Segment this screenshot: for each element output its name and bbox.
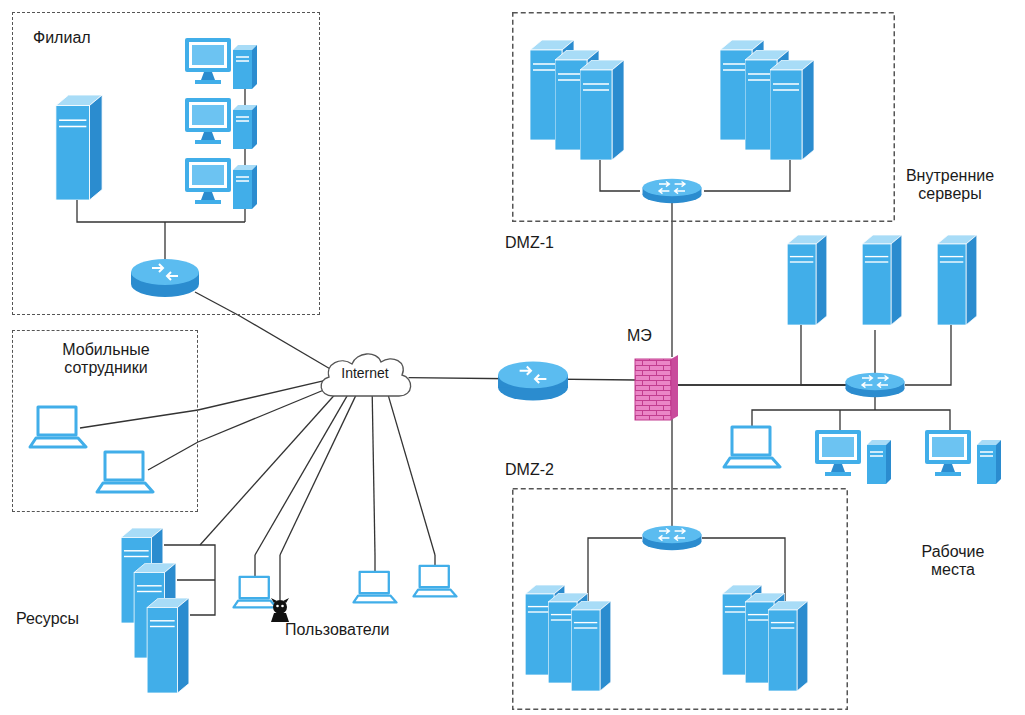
server-icon (56, 95, 102, 200)
wire (704, 160, 790, 191)
wire (588, 538, 642, 603)
wire (600, 160, 640, 191)
node-label: Ресурсы (16, 610, 79, 628)
laptop-icon (234, 577, 277, 608)
node-label: МЭ (627, 327, 652, 345)
wire (671, 488, 672, 528)
firewall-wall (635, 359, 671, 420)
firewall-wall (671, 355, 678, 420)
network-link (671, 418, 672, 488)
node-label: DMZ-2 (505, 461, 554, 479)
router-icon (498, 361, 568, 400)
monitor-icon (185, 38, 231, 84)
server-icon (862, 235, 902, 325)
laptop-icon (414, 566, 457, 597)
pc-icon (867, 440, 891, 484)
network-link (671, 222, 672, 357)
server-icon (768, 601, 808, 691)
network-link (200, 391, 338, 545)
network-link (388, 394, 435, 555)
server-icon (147, 598, 189, 693)
internet-cloud: Internet (315, 348, 419, 402)
monitor-icon (185, 98, 231, 144)
wire (279, 555, 280, 600)
workstation-group: Рабочие места (720, 405, 1015, 600)
wire (905, 325, 951, 385)
server-icon (580, 60, 624, 160)
node-label: DMZ-1 (505, 234, 554, 252)
server-icon (937, 235, 977, 325)
switch-icon (643, 179, 702, 203)
wire (164, 222, 165, 262)
wire (195, 292, 238, 315)
wire (148, 442, 198, 470)
node-label: Пользователи (285, 621, 389, 639)
dmz-zone: DMZ-1 (505, 12, 895, 257)
firewall-wall (635, 355, 680, 420)
user-group: Пользователи (230, 555, 470, 650)
zone-outline (505, 12, 895, 257)
network-link (238, 315, 336, 372)
mobile-zone: Мобильные сотрудники (12, 330, 198, 512)
network-link (280, 394, 357, 555)
wire (77, 89, 951, 615)
wire (80, 410, 198, 428)
pc-icon (977, 440, 1001, 484)
node-label: Рабочие места (903, 543, 1003, 580)
laptop-icon (30, 407, 86, 447)
monitor-icon (185, 158, 231, 204)
switch-icon (643, 526, 702, 550)
network-link (198, 389, 327, 443)
wire (874, 405, 875, 410)
network-link (675, 330, 876, 385)
wire (434, 555, 435, 566)
server-group: Внутренние серверы (780, 165, 1015, 330)
wire (839, 410, 840, 431)
firewall: МЭ (615, 325, 685, 425)
server-icon (770, 60, 814, 160)
monitor-icon (925, 430, 971, 476)
laptop-icon (97, 452, 153, 492)
server-icon (571, 601, 611, 691)
dmz-zone: DMZ-2 (505, 455, 850, 712)
zone-outline (513, 489, 848, 710)
pc-icon (233, 105, 257, 149)
monitor-icon (815, 430, 861, 476)
branch-zone: Филиал (12, 12, 320, 315)
wire (801, 325, 845, 385)
server-icon (787, 235, 827, 325)
node-label: Внутренние серверы (890, 167, 1010, 204)
zone-outline (513, 13, 895, 222)
icons (30, 38, 1001, 693)
wire (254, 555, 255, 578)
wire (752, 410, 950, 431)
node-label: Филиал (33, 29, 91, 47)
network-link (255, 394, 348, 555)
router-icon (131, 259, 199, 297)
node-label: Internet (315, 365, 415, 381)
laptop-icon (724, 427, 780, 467)
hacker-icon (271, 598, 289, 622)
pc-icon (233, 45, 257, 89)
network-link (198, 380, 325, 410)
switch-icon (846, 373, 905, 397)
resource-group: Ресурсы (12, 525, 200, 705)
network-link (372, 394, 375, 555)
wire (374, 555, 375, 572)
laptop-icon (354, 572, 397, 603)
node-label: Мобильные сотрудники (41, 341, 171, 378)
wire (177, 579, 215, 580)
zone-outline (505, 455, 850, 712)
pc-icon (233, 165, 257, 209)
network-link (675, 385, 876, 405)
